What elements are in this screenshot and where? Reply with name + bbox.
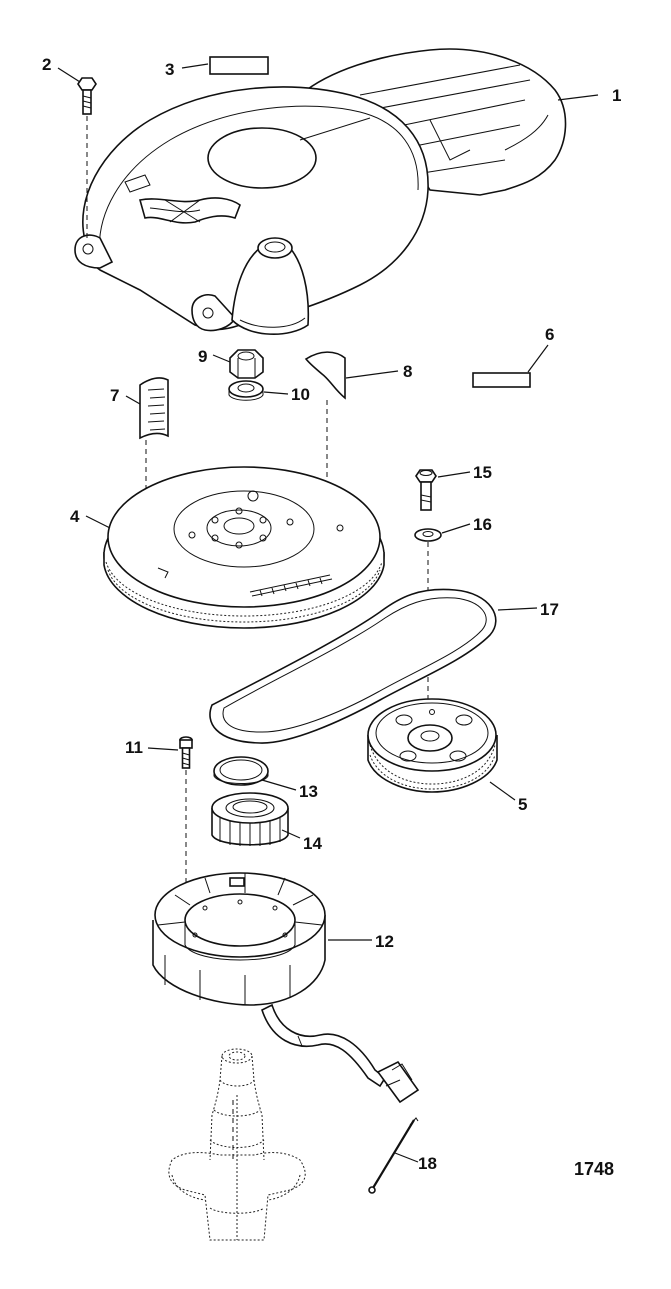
washer-icon bbox=[414, 528, 442, 542]
callout-9: 9 bbox=[198, 347, 207, 366]
callout-18: 18 bbox=[418, 1154, 437, 1173]
ring-icon bbox=[213, 756, 269, 786]
callout-11: 11 bbox=[125, 738, 143, 757]
nut-icon bbox=[229, 349, 264, 379]
callout-14: 14 bbox=[303, 834, 322, 853]
callout-17: 17 bbox=[540, 600, 559, 619]
screw-icon bbox=[77, 77, 97, 115]
callout-4: 4 bbox=[70, 507, 80, 526]
decal-icon bbox=[209, 56, 269, 75]
callout-12: 12 bbox=[375, 932, 394, 951]
callout-6: 6 bbox=[545, 325, 554, 344]
crankshaft-phantom-icon bbox=[168, 1048, 306, 1241]
decal-icon bbox=[472, 372, 531, 388]
timing-decal-icon bbox=[139, 377, 169, 440]
callout-1: 1 bbox=[612, 86, 621, 105]
cable-tie-icon bbox=[368, 1117, 419, 1194]
callout-10: 10 bbox=[291, 385, 310, 404]
figure-number: 1748 bbox=[574, 1159, 614, 1179]
drive-pulley-icon bbox=[367, 698, 498, 793]
decal-icon bbox=[304, 351, 346, 400]
callout-3: 3 bbox=[165, 60, 174, 79]
callout-13: 13 bbox=[299, 782, 318, 801]
callout-7: 7 bbox=[110, 386, 119, 405]
callout-2: 2 bbox=[42, 55, 51, 74]
bolt-icon bbox=[415, 469, 437, 511]
callout-15: 15 bbox=[473, 463, 492, 482]
flywheel-icon bbox=[103, 466, 385, 629]
screw-icon bbox=[179, 736, 193, 769]
callout-16: 16 bbox=[473, 515, 492, 534]
flywheel-cover-icon bbox=[74, 48, 567, 335]
callout-5: 5 bbox=[518, 795, 527, 814]
washer-icon bbox=[228, 380, 264, 401]
stator-icon bbox=[152, 872, 420, 1104]
callout-8: 8 bbox=[403, 362, 412, 381]
timing-belt-icon bbox=[209, 588, 497, 744]
crankshaft-pulley-icon bbox=[211, 792, 289, 846]
